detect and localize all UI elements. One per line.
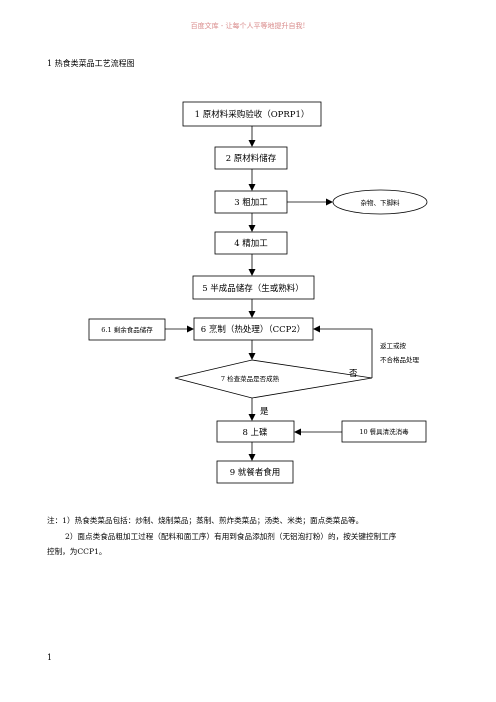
rework-label-line2: 不合格品处理 xyxy=(380,355,420,364)
node-9-box xyxy=(216,460,294,484)
node-2-box xyxy=(214,146,288,170)
note-line-3: 控制，为CCP1。 xyxy=(47,547,107,556)
note-line-1: 注：1）热食类菜品包括：炒制、烧制菜品；蒸制、煎炸类菜品；汤类、米类；面点类菜品… xyxy=(47,516,364,525)
yes-label: 是 xyxy=(260,407,269,417)
side-oval xyxy=(332,189,428,215)
node-6-label: 6 烹制（热处理）（CCP2） xyxy=(201,324,306,335)
node-8-label: 8 上碟 xyxy=(242,428,268,438)
node-1-box xyxy=(182,101,322,127)
node-6-1-box xyxy=(88,318,166,341)
node-5-label: 5 半成品储存（生或熟料） xyxy=(202,283,304,294)
page-number: 1 xyxy=(47,653,53,662)
node-5-box xyxy=(192,275,315,300)
node-9-label: 9 就餐者食用 xyxy=(230,467,281,478)
node-7-label: 7 检查菜品是否成熟 xyxy=(221,374,280,383)
page-header: 百度文库 - 让每个人平等地提升自我! xyxy=(190,22,306,30)
node-3-label: 3 粗加工 xyxy=(234,197,268,208)
node-10-box xyxy=(341,420,427,443)
node-10-label: 10 餐具清洗消毒 xyxy=(359,427,409,436)
note-line-2: 2）面点类食品粗加工过程（配料和面工序）有用到食品添加剂（无铝泡打粉）的，按关键… xyxy=(65,531,397,541)
rework-loop-line xyxy=(313,325,373,378)
page-title: 1 热食类菜品工艺流程图 xyxy=(47,59,135,68)
node-6-1-label: 6.1 剩余食品储存 xyxy=(101,325,153,334)
node-1-label: 1 原材料采购验收（OPRP1） xyxy=(195,109,310,120)
no-label: 否 xyxy=(349,369,358,379)
rework-label-line1: 返工或按 xyxy=(380,341,407,350)
node-4-box xyxy=(214,231,288,255)
node-4-label: 4 精加工 xyxy=(234,238,268,249)
node-2-label: 2 原材料储存 xyxy=(226,153,277,164)
notes: 注：1）热食类菜品包括：炒制、烧制菜品；蒸制、煎炸类菜品；汤类、米类；面点类菜品… xyxy=(47,513,457,560)
side-oval-label: 杂物、下脚料 xyxy=(361,198,401,207)
